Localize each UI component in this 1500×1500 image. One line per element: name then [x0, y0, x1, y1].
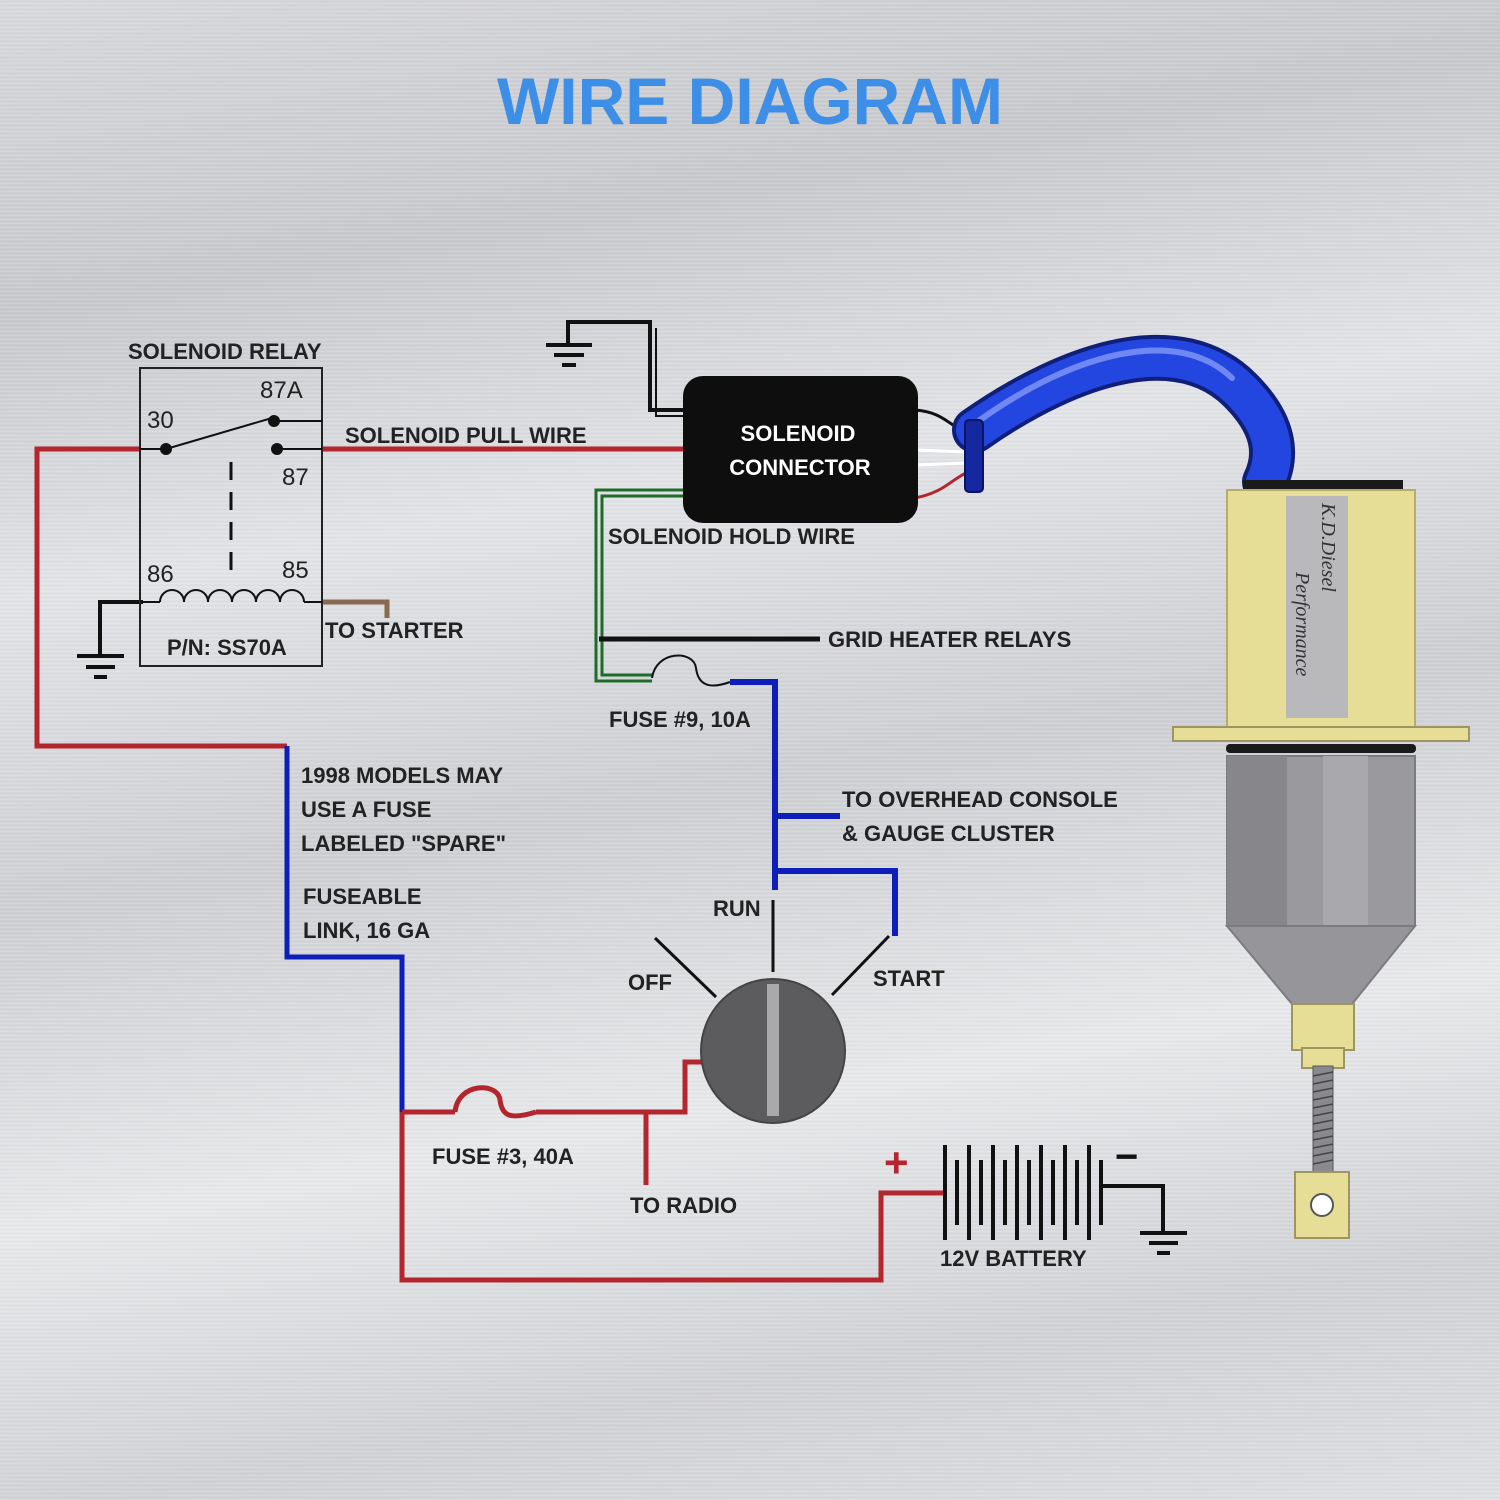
relay-pin-30: 30 [147, 407, 174, 434]
fuseable-link-line2: LINK, 16 GA [303, 918, 430, 943]
relay-switch-contacts [140, 415, 322, 582]
fuseable-link-line1: FUSEABLE [303, 884, 422, 909]
solenoid-connector [683, 376, 918, 523]
relay-pin-87: 87 [282, 464, 309, 491]
battery-symbol [943, 1145, 1187, 1255]
connector-label-line2: CONNECTOR [729, 455, 870, 480]
solenoid-hold-wire [594, 488, 683, 683]
solenoid-hose [952, 334, 1296, 505]
fuse-3-label: FUSE #3, 40A [432, 1144, 574, 1169]
to-radio-label: TO RADIO [630, 1193, 737, 1218]
solenoid-body [1172, 480, 1470, 1239]
red-main-wire [34, 446, 287, 749]
overhead-label-line1: TO OVERHEAD CONSOLE [842, 787, 1118, 812]
relay-ground-wire [98, 600, 143, 655]
fuse-9-label: FUSE #9, 10A [609, 707, 751, 732]
switch-off-label: OFF [628, 970, 672, 995]
solenoid-thread-lines [1312, 1071, 1334, 1165]
relay-pin-85: 85 [282, 557, 309, 584]
battery-plus-sign: + [884, 1139, 909, 1186]
ignition-switch [653, 900, 891, 1124]
solenoid-brand-line1: K.D.Diesel [1317, 502, 1339, 592]
ignition-feed-wire [730, 679, 898, 936]
relay-ground-icon [77, 654, 124, 679]
fuseable-link-wire [284, 746, 405, 1112]
overhead-label-line2: & GAUGE CLUSTER [842, 821, 1055, 846]
solenoid-pull-wire-label: SOLENOID PULL WIRE [345, 423, 587, 448]
connector-label-line1: SOLENOID [741, 421, 856, 446]
to-starter-wire [322, 599, 390, 618]
switch-run-label: RUN [713, 896, 761, 921]
relay-pin-87a: 87A [260, 377, 303, 404]
switch-start-label: START [873, 966, 945, 991]
connector-ground [546, 320, 683, 417]
relay-box [139, 367, 323, 667]
fuse-9-symbol [651, 654, 731, 687]
page-title: WIRE DIAGRAM [497, 64, 1003, 138]
connector-leads [914, 408, 969, 500]
relay-pin-86: 86 [147, 561, 174, 588]
relay-coil-icon [143, 589, 322, 603]
solenoid-brand-line2: Performance [1291, 571, 1313, 677]
relay-part-number: P/N: SS70A [167, 635, 287, 660]
note-line1: 1998 MODELS MAY [301, 763, 503, 788]
to-starter-label: TO STARTER [325, 618, 464, 643]
battery-feed-wire [399, 1059, 945, 1283]
grid-heater-label: GRID HEATER RELAYS [828, 627, 1071, 652]
solenoid-hold-wire-label: SOLENOID HOLD WIRE [608, 524, 855, 549]
relay-title: SOLENOID RELAY [128, 339, 322, 364]
battery-minus-sign: − [1115, 1135, 1138, 1179]
note-line3: LABELED "SPARE" [301, 831, 506, 856]
battery-label: 12V BATTERY [940, 1246, 1087, 1271]
note-line2: USE A FUSE [301, 797, 431, 822]
